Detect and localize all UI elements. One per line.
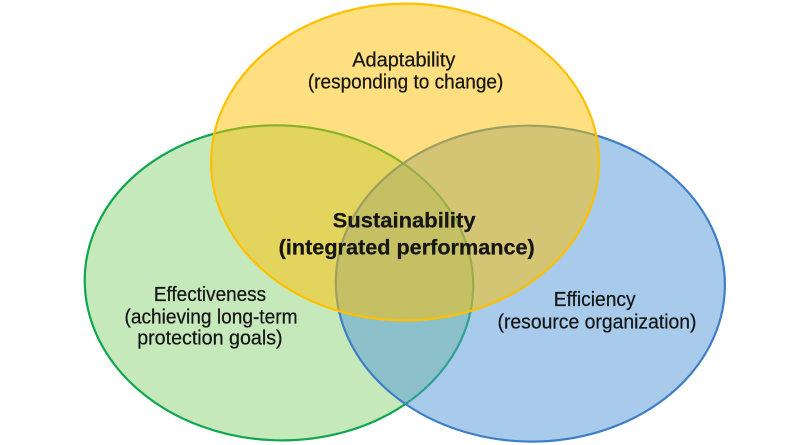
svg-text:(achieving long-term: (achieving long-term bbox=[125, 307, 298, 329]
svg-text:(integrated performance): (integrated performance) bbox=[279, 235, 535, 259]
svg-text:Efficiency: Efficiency bbox=[554, 289, 636, 311]
svg-text:Effectiveness: Effectiveness bbox=[154, 284, 266, 306]
svg-text:Adaptability: Adaptability bbox=[352, 50, 455, 72]
svg-text:(resource organization): (resource organization) bbox=[498, 312, 697, 334]
svg-text:Sustainability: Sustainability bbox=[333, 208, 476, 232]
svg-text:(responding to change): (responding to change) bbox=[308, 71, 504, 93]
svg-text:protection goals): protection goals) bbox=[137, 327, 282, 349]
